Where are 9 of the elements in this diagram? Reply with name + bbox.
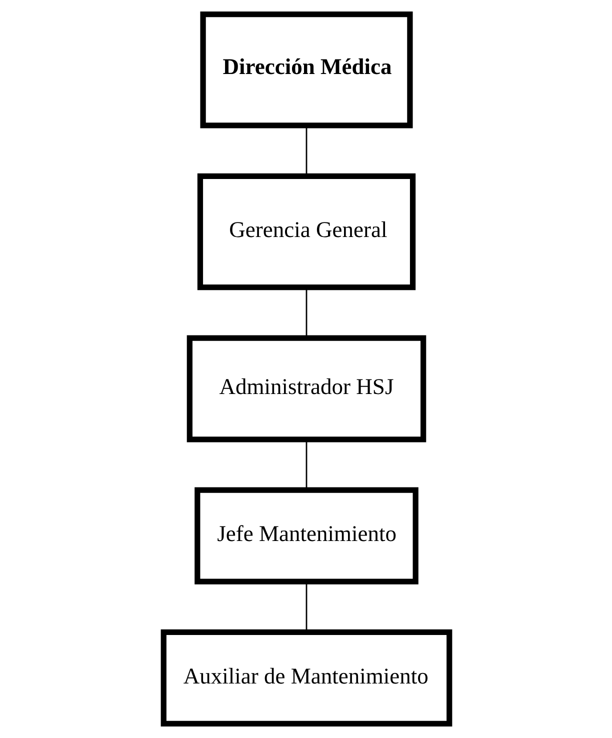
- node-box: Auxiliar de Mantenimiento: [160, 629, 452, 727]
- connector: [305, 440, 307, 490]
- connector: [305, 288, 307, 338]
- node-box: Dirección Médica: [200, 11, 412, 128]
- node-box: Gerencia General: [196, 173, 416, 290]
- node-box: Jefe Mantenimiento: [194, 487, 418, 584]
- node-box: Administrador HSJ: [186, 335, 426, 442]
- connector: [305, 126, 307, 176]
- connector: [305, 582, 307, 632]
